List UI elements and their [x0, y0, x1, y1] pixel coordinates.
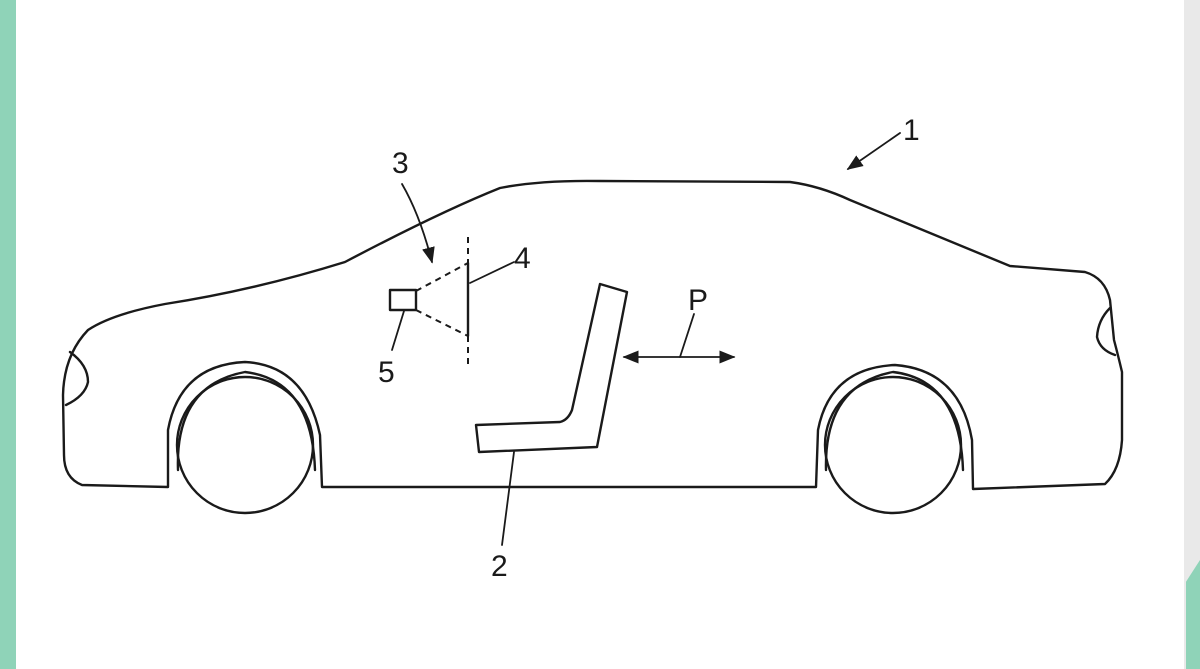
car-body-outline [61, 179, 1124, 491]
leader-line-2 [501, 451, 515, 546]
label-camera: 5 [378, 356, 395, 389]
label-vehicle: 1 [903, 114, 920, 147]
label-screen: 4 [514, 242, 531, 275]
front-wheel-arch [176, 370, 317, 472]
corner-accent [1186, 560, 1200, 669]
projection-upper-ray [415, 262, 469, 292]
right-border-strip [1184, 0, 1200, 669]
leader-line-p [679, 313, 695, 358]
drawing-sheet [16, 0, 1184, 669]
tail-light [1095, 306, 1117, 357]
label-direction: P [688, 284, 708, 317]
leader-line-4 [469, 261, 515, 284]
camera [388, 288, 418, 312]
leader-arrow-1 [846, 132, 901, 170]
rear-wheel-arch [824, 370, 965, 472]
leader-line-5 [391, 310, 405, 351]
label-seat: 2 [491, 550, 508, 583]
seat [474, 282, 629, 454]
label-projector: 3 [392, 147, 409, 180]
headlight [64, 350, 90, 407]
leader-arrow-3 [401, 183, 435, 264]
projection-lower-ray [415, 309, 469, 337]
